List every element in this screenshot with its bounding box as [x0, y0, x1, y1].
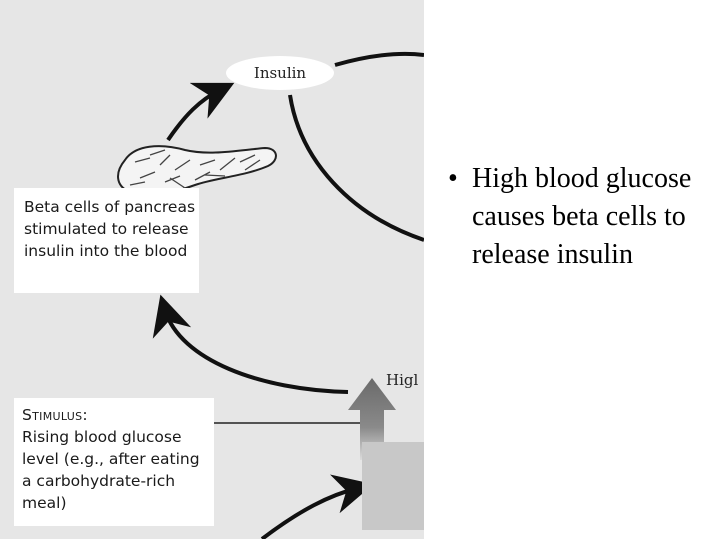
- bullet-item: • High blood glucose causes beta cells t…: [440, 160, 710, 274]
- pancreas-to-insulin-arrow: [166, 82, 235, 142]
- bottom-arrow: [260, 474, 374, 539]
- diagram-figure: Insulin Beta cells of pancreas stimulate…: [0, 0, 424, 539]
- stimulus-title: Stimulus:: [22, 406, 88, 424]
- diagram-graphics: [117, 51, 424, 539]
- stimulus-to-beta-arrow: [152, 294, 349, 394]
- insulin-label: Insulin: [253, 64, 307, 82]
- beta-cells-box: Beta cells of pancreas stimulated to rel…: [14, 188, 199, 293]
- high-glucose-label: Higl: [386, 371, 419, 389]
- bullet-text: High blood glucose causes beta cells to …: [472, 163, 692, 270]
- insulin-ellipse: [226, 56, 334, 90]
- bullet-symbol: •: [448, 163, 458, 194]
- beta-cells-text: Beta cells of pancreas stimulated to rel…: [24, 198, 196, 260]
- glucose-level-block: [362, 442, 424, 530]
- loop-arrow-top: [334, 51, 424, 67]
- stimulus-box: Stimulus: Rising blood glucose level (e.…: [14, 398, 214, 526]
- insulin-down-curve: [288, 94, 424, 242]
- stimulus-text: Rising blood glucose level (e.g., after …: [22, 428, 200, 512]
- up-arrow-icon: [348, 378, 396, 460]
